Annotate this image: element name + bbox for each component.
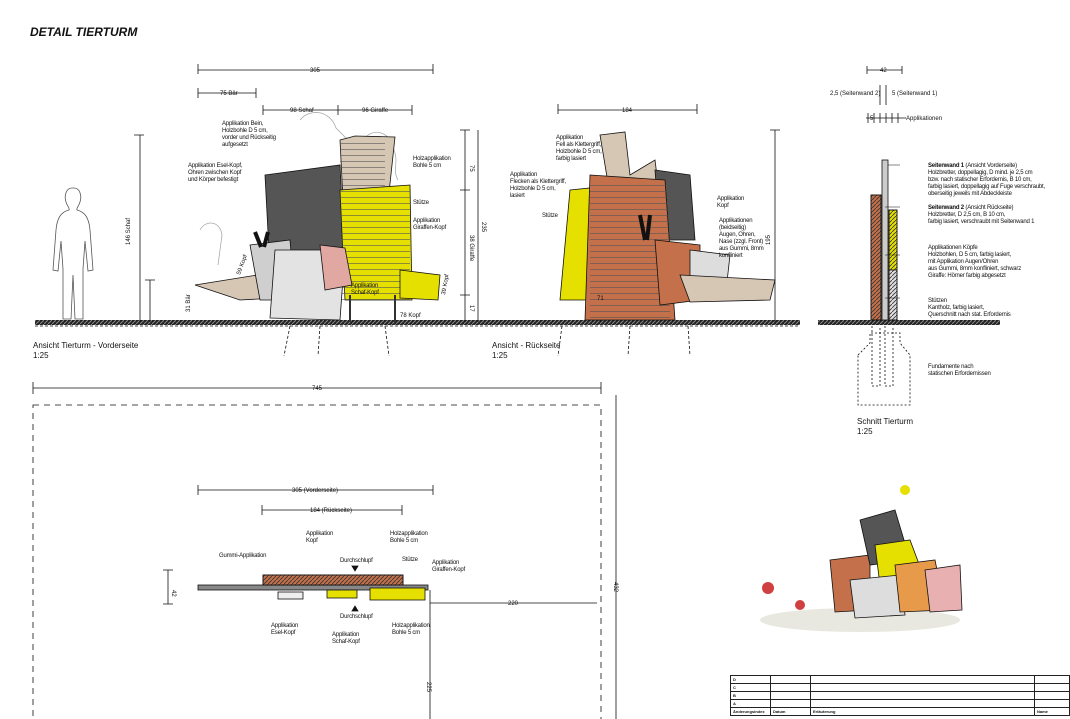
- svg-text:235: 235: [480, 222, 486, 233]
- note-wall2: Seitenwand 2 (Ansicht Rückseite)Holzbret…: [928, 205, 1035, 225]
- front-dimensions: [134, 64, 479, 322]
- note-crawl-top: Durchschlupf: [340, 558, 373, 564]
- note-back-support: Stütze: [542, 213, 558, 219]
- svg-text:220: 220: [508, 601, 519, 607]
- plan-dimensions: [32, 382, 617, 719]
- svg-text:5 (Seitenwand 1): 5 (Seitenwand 1): [892, 91, 937, 97]
- drawing-title: DETAIL TIERTURM: [30, 25, 138, 39]
- note-wall1: Seitenwand 1 (Ansicht Vorderseite)Holzbr…: [928, 163, 1045, 197]
- ground-section: [818, 320, 1000, 325]
- svg-text:71: 71: [597, 296, 604, 302]
- note-heads: Applikationen Köpfe Holzbohlen, D 5 cm, …: [928, 245, 1022, 279]
- note-plan-head: Applikation Kopf: [306, 531, 334, 544]
- svg-text:432: 432: [612, 582, 618, 593]
- back-elevation-animals: [559, 131, 776, 321]
- note-back-head: Applikation Kopf: [717, 196, 745, 209]
- front-elevation-animals: [194, 112, 441, 322]
- svg-text:39 Kopf: 39 Kopf: [441, 274, 451, 296]
- svg-text:Applikationen: Applikationen: [906, 116, 942, 122]
- note-rubber: Gummi-Applikation: [219, 553, 267, 559]
- note-sheep-head: Applikation Schaf-Kopf: [351, 283, 379, 296]
- note-wood-plank: Holzapplikation Bohle 5 cm: [413, 156, 451, 169]
- note-foundation: Fundamente nach statischen Erfordernisse…: [928, 364, 991, 377]
- dim-305: 305: [310, 68, 321, 74]
- note-giraffe-head: Applikation Giraffen-Kopf: [413, 218, 446, 231]
- svg-text:5: 5: [870, 116, 874, 122]
- svg-text:2,5 (Seitenwand 2): 2,5 (Seitenwand 2): [830, 91, 880, 97]
- svg-text:59 Kopf: 59 Kopf: [236, 254, 249, 276]
- svg-text:78 Kopf: 78 Kopf: [400, 313, 421, 319]
- note-spots: Applikation Flecken als Klettergriff, Ho…: [510, 172, 566, 199]
- note-crawl-bottom: Durchschlupf: [340, 614, 373, 620]
- svg-text:42: 42: [880, 68, 887, 74]
- back-dimensions: [557, 104, 780, 322]
- svg-text:305 (Vorderseite): 305 (Vorderseite): [292, 488, 338, 494]
- perspective-sketch: [760, 485, 963, 632]
- note-leg: Applikation Bein, Holzbohle D 5 cm, vord…: [222, 121, 276, 148]
- svg-text:195: 195: [766, 234, 772, 245]
- note-supports: Stützen Kantholz, farbig lasiert, Quersc…: [928, 298, 1011, 318]
- ground-front-back: [35, 320, 800, 325]
- plan-shapes: [197, 565, 429, 612]
- note-plan-giraffe: Applikation Giraffen-Kopf: [432, 560, 465, 573]
- svg-text:17: 17: [468, 305, 474, 312]
- note-donkey-head: Applikation Esel-Kopf, Ohren zwischen Ko…: [188, 163, 243, 183]
- svg-text:98 Schaf: 98 Schaf: [290, 108, 314, 114]
- svg-text:184: 184: [622, 108, 633, 114]
- svg-text:75 Bär: 75 Bär: [220, 91, 238, 97]
- svg-text:745: 745: [312, 386, 323, 392]
- note-plan-sheep: Applikation Schaf-Kopf: [332, 632, 360, 645]
- note-fur: Applikation Fell als Klettergriff, Holzb…: [556, 135, 602, 162]
- note-features: Applikationen (beidseitig) Augen, Ohren,…: [719, 218, 764, 259]
- svg-text:96 Giraffe: 96 Giraffe: [362, 108, 389, 114]
- svg-text:42: 42: [170, 590, 176, 597]
- svg-text:75: 75: [468, 165, 474, 172]
- note-plank-top: Holzapplikation Bohle 5 cm: [390, 531, 428, 544]
- svg-text:38 Giraffe: 38 Giraffe: [468, 235, 474, 262]
- note-plank-bottom: Holzapplikation Bohle 5 cm: [392, 623, 430, 636]
- projection-dashes: [35, 325, 800, 357]
- svg-text:31 Bär: 31 Bär: [186, 294, 192, 312]
- note-plan-support: Stütze: [402, 557, 418, 563]
- person-silhouette: [52, 187, 94, 320]
- svg-text:184 (Rückseite): 184 (Rückseite): [310, 508, 352, 514]
- note-plan-donkey: Applikation Esel-Kopf: [271, 623, 299, 636]
- svg-text:146 Schaf: 146 Schaf: [126, 218, 132, 245]
- svg-text:225: 225: [425, 682, 431, 693]
- plan-boundary: [32, 404, 602, 719]
- note-support: Stütze: [413, 200, 429, 206]
- section-drawing: [857, 66, 911, 406]
